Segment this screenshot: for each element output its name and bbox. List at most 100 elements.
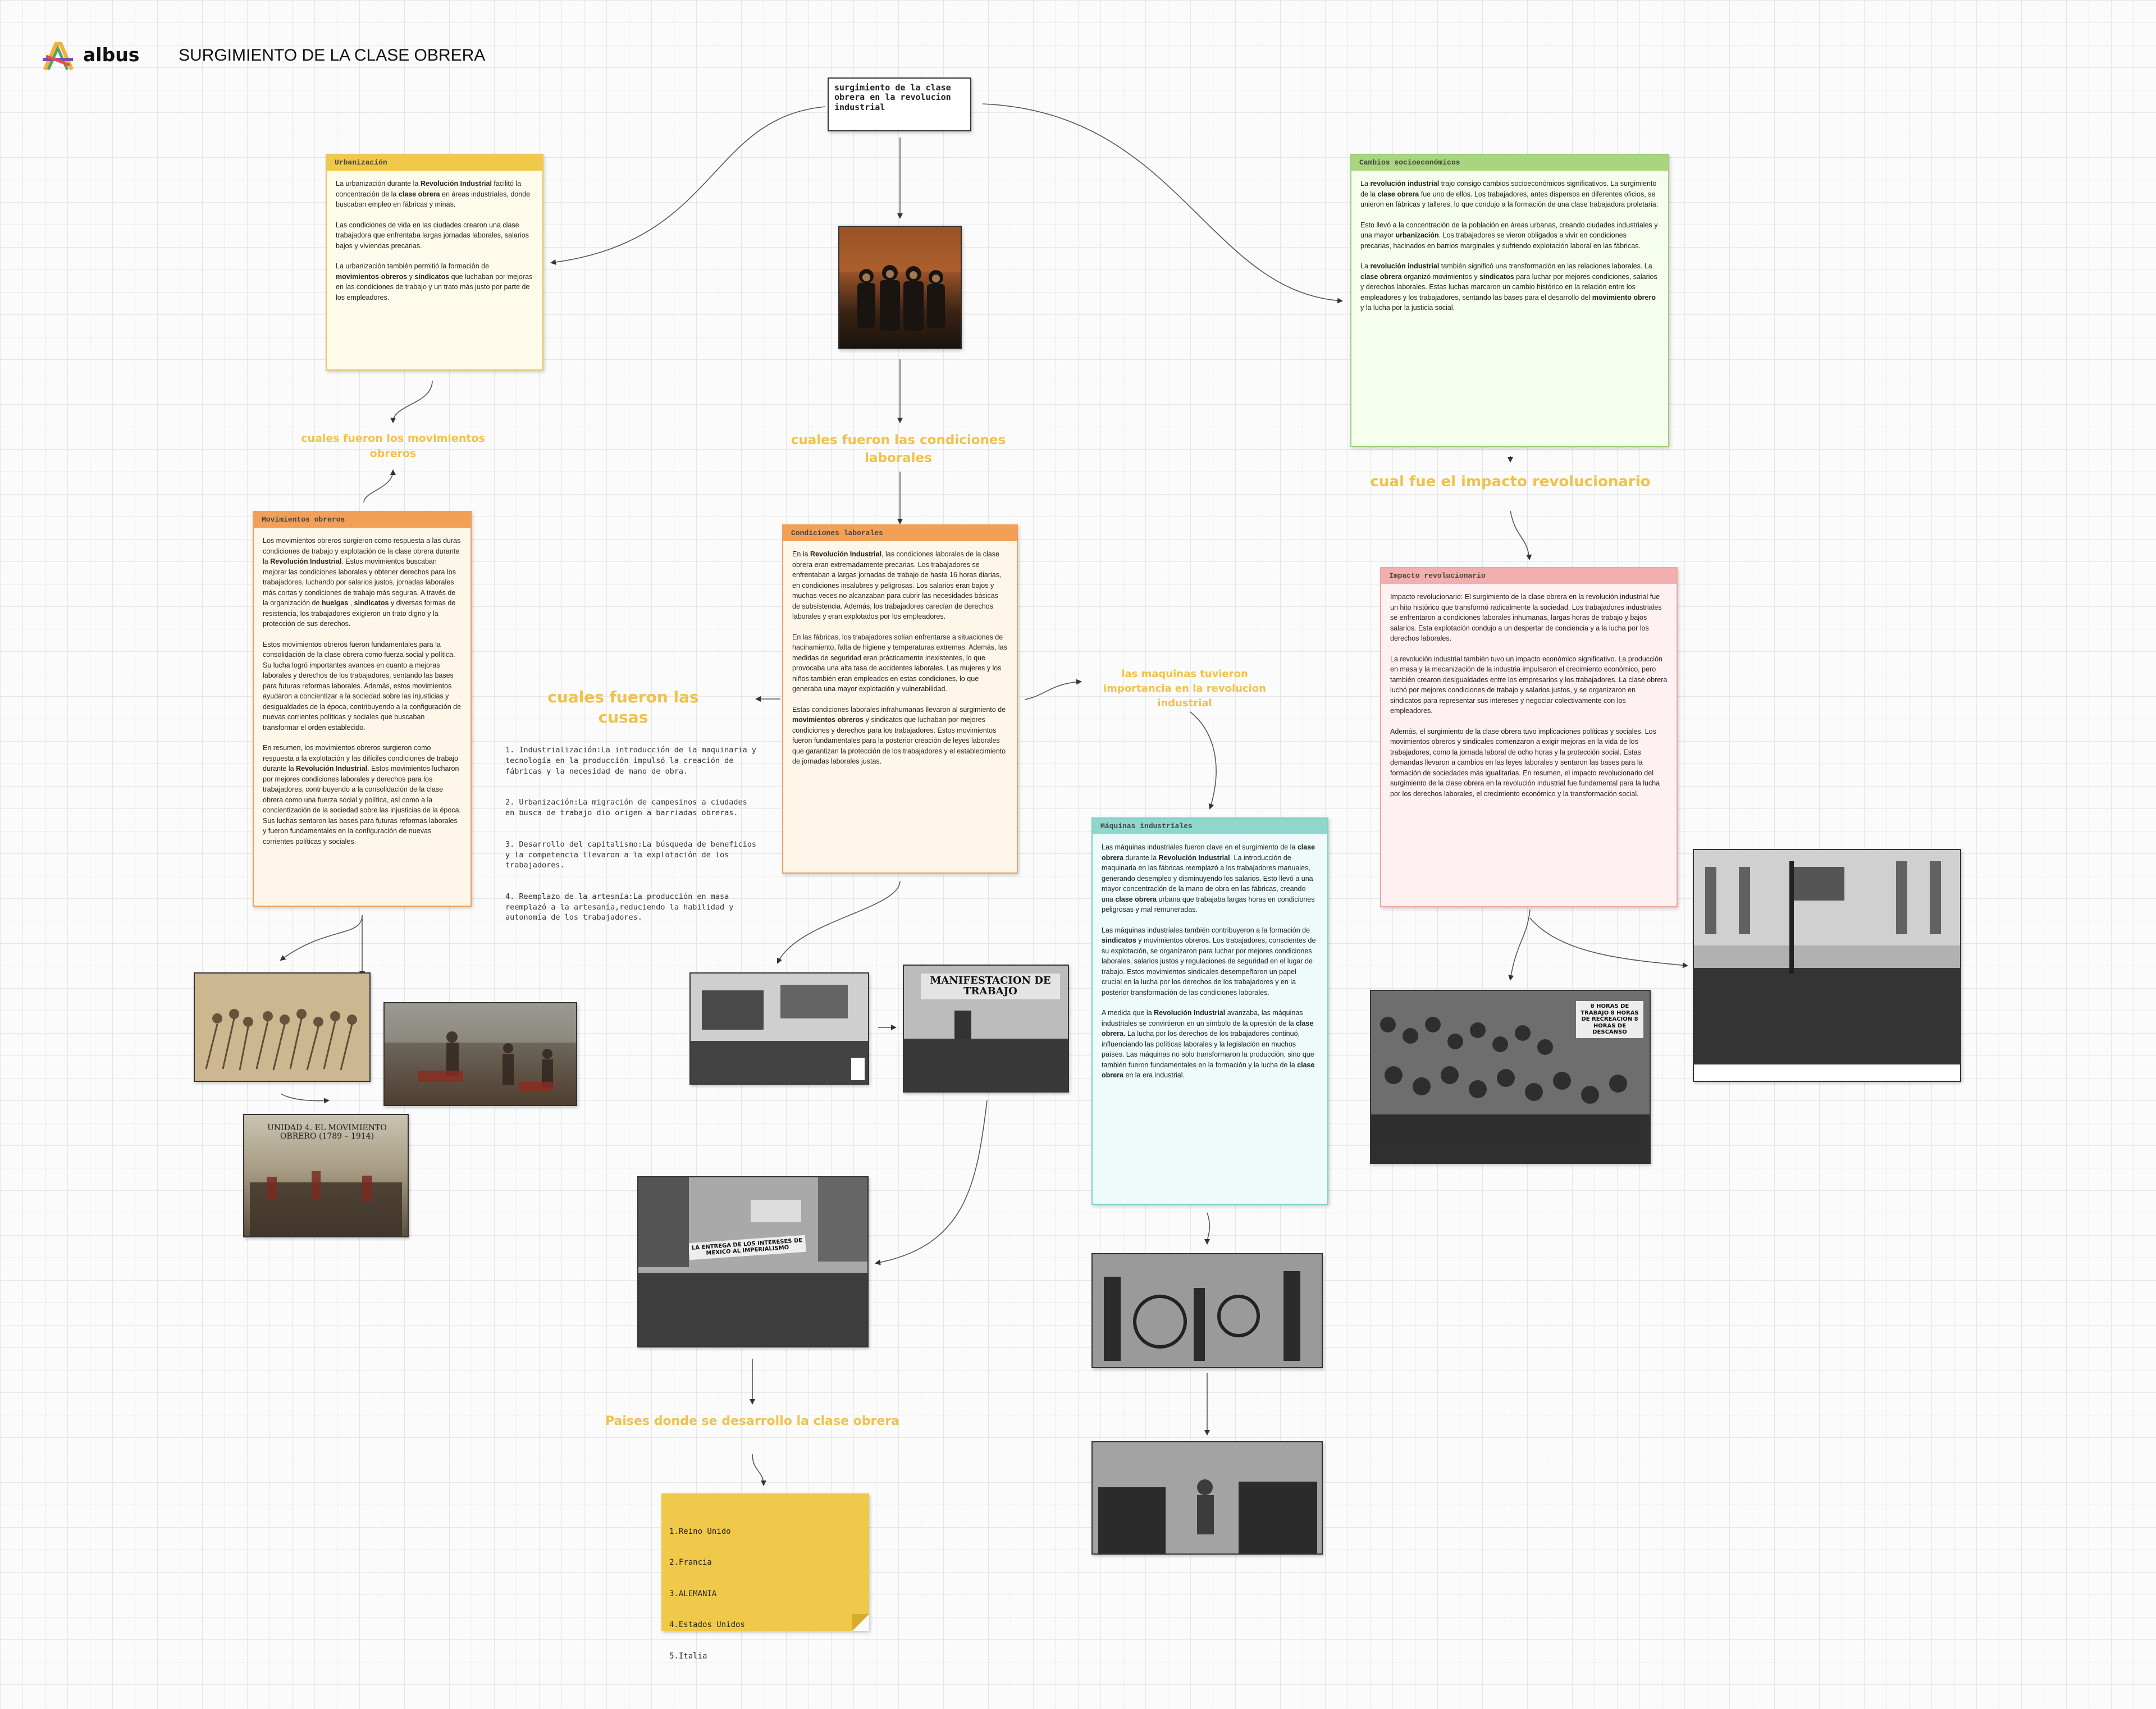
sign-caption: 8 HORAS DE TRABAJO 8 HORAS DE RECREACION…: [1576, 1001, 1643, 1038]
painting-figures-icon: [385, 1003, 576, 1092]
card-body: Los movimientos obreros surgieron como r…: [254, 528, 471, 865]
label-condiciones[interactable]: cuales fueron las condiciones laborales: [791, 433, 1006, 466]
connector: [280, 1093, 330, 1104]
card-paragraph: Los movimientos obreros surgieron como r…: [263, 537, 461, 628]
card-body: Impacto revolucionario: El surgimiento d…: [1381, 584, 1677, 817]
card-paragraph: En las fábricas, los trabajadores solían…: [792, 633, 1007, 693]
card-header: Cambios socioeconómicos: [1351, 155, 1668, 171]
page-title: SURGIMIENTO DE LA CLASE OBRERA: [179, 46, 486, 65]
connector: [1529, 917, 1688, 968]
card-paragraph: Esto llevó a la concentración de la pobl…: [1360, 221, 1658, 250]
card-urbanizacion[interactable]: Urbanización La urbanización durante la …: [326, 154, 543, 371]
crowd-photo-icon: [904, 1011, 1068, 1091]
connector: [1510, 510, 1532, 560]
list-item: 1.Reino Unido: [669, 1527, 731, 1536]
logo-text: albus: [83, 44, 140, 66]
central-topic[interactable]: surgimiento de la clase obrera en la rev…: [828, 77, 971, 131]
list-item: 3. Desarrollo del capitalismo:La búsqued…: [505, 839, 761, 870]
crowd-8-horas-photo-image[interactable]: 8 HORAS DE TRABAJO 8 HORAS DE RECREACION…: [1370, 990, 1651, 1164]
list-item: 4.Estados Unidos: [669, 1620, 745, 1630]
crowd-sketch-icon: [195, 974, 369, 1081]
card-impacto-revolucionario[interactable]: Impacto revolucionario Impacto revolucio…: [1380, 567, 1678, 907]
manifestacion-photo-image[interactable]: MANIFESTACION DE TRABAJO: [903, 965, 1069, 1093]
card-condiciones-laborales[interactable]: Condiciones laborales En la Revolución I…: [782, 524, 1018, 874]
street-photo-icon: [638, 1177, 867, 1346]
crowd-painting-icon: [250, 1171, 402, 1236]
poster-caption: UNIDAD 4. EL MOVIMIENTO OBRERO (1789 – 1…: [267, 1123, 387, 1141]
card-paragraph: Las condiciones de vida en las ciudades …: [336, 221, 529, 250]
card-cambios-socioeconomicos[interactable]: Cambios socioeconómicos La revolución in…: [1350, 154, 1669, 447]
sticky-fold-icon: [852, 1614, 869, 1631]
connector: [363, 469, 396, 503]
label-impacto[interactable]: cual fue el impacto revolucionario: [1370, 473, 1651, 490]
group-photo-icon: [1694, 850, 1960, 1081]
card-paragraph: En resumen, los movimientos obreros surg…: [263, 744, 461, 846]
connector: [280, 915, 363, 961]
street-march-photo-image[interactable]: LA ENTREGA DE LOS INTERESES DE MEXICO AL…: [637, 1176, 869, 1347]
factory-machines-photo-image[interactable]: [1091, 1253, 1323, 1368]
card-header: Condiciones laborales: [783, 526, 1017, 541]
paises-list: 1.Reino Unido 2.Francia 3.ALEMANIA 4.Est…: [669, 1506, 745, 1682]
card-paragraph: La revolución industrial trajo consigo c…: [1360, 180, 1659, 208]
protest-photo-icon: [691, 974, 868, 1084]
crowd-heads-icon: [1371, 1017, 1650, 1163]
sticky-note-paises[interactable]: 1.Reino Unido 2.Francia 3.ALEMANIA 4.Est…: [661, 1493, 869, 1661]
card-paragraph: A medida que la Revolución Industrial av…: [1102, 1009, 1315, 1079]
label-causas[interactable]: cuales fueron las cusas: [547, 688, 699, 727]
card-paragraph: Estos movimientos obreros fueron fundame…: [263, 640, 462, 732]
machines-photo-icon: [1093, 1254, 1322, 1367]
connector: [1190, 711, 1217, 810]
uprising-painting-image[interactable]: [383, 1002, 577, 1106]
card-header: Urbanización: [327, 155, 542, 171]
card-paragraph: Además, el surgimiento de la clase obrer…: [1390, 727, 1660, 798]
workers-figures-icon: [839, 227, 961, 331]
card-paragraph: La revolución industrial también tuvo un…: [1390, 655, 1668, 715]
causas-list: 1. Industrialización:La introducción de …: [505, 724, 758, 934]
protest-banners-photo-image[interactable]: [689, 972, 869, 1085]
workers-machines-icon: [1093, 1442, 1322, 1553]
list-item: 1. Industrialización:La introducción de …: [505, 746, 761, 776]
connector: [776, 881, 901, 964]
workers-illustration-image[interactable]: [838, 226, 962, 349]
sepia-march-illustration-image[interactable]: [194, 972, 371, 1082]
card-body: Las máquinas industriales fueron clave e…: [1093, 834, 1327, 1099]
card-paragraph: Estas condiciones laborales infrahumanas…: [792, 705, 1006, 766]
card-paragraph: En la Revolución Industrial, las condici…: [792, 550, 1002, 620]
card-movimientos-obreros[interactable]: Movimientos obreros Los movimientos obre…: [253, 511, 472, 907]
movimiento-obrero-poster-image[interactable]: UNIDAD 4. EL MOVIMIENTO OBRERO (1789 – 1…: [243, 1114, 409, 1237]
albus-logo-icon: [43, 42, 74, 71]
card-body: La urbanización durante la Revolución In…: [327, 171, 542, 321]
factory-workers-photo-image[interactable]: [1091, 1441, 1323, 1555]
card-header: Impacto revolucionario: [1381, 568, 1677, 584]
workers-group-photo-image[interactable]: [1693, 849, 1961, 1082]
list-item: 2.Francia: [669, 1558, 712, 1568]
list-item: 4. Reemplazo de la artesnía:La producció…: [505, 892, 738, 922]
connector: [550, 106, 826, 265]
card-paragraph: Impacto revolucionario: El surgimiento d…: [1390, 593, 1662, 642]
card-paragraph: Las máquinas industriales también contri…: [1102, 926, 1316, 997]
connector: [1508, 909, 1531, 981]
card-body: En la Revolución Industrial, las condici…: [783, 541, 1017, 785]
list-item: 2. Urbanización:La migración de campesin…: [505, 798, 752, 817]
list-item: 3.ALEMANIA: [669, 1589, 717, 1598]
card-body: La revolución industrial trajo consigo c…: [1351, 171, 1668, 331]
card-paragraph: La urbanización también permitió la form…: [336, 262, 533, 301]
connector: [1204, 1212, 1211, 1245]
connector: [752, 1454, 766, 1486]
list-item: 5.Italia: [669, 1651, 707, 1661]
connector: [875, 1100, 988, 1265]
connector: [390, 380, 433, 423]
connector: [1024, 679, 1082, 700]
card-header: Máquinas industriales: [1093, 819, 1327, 834]
connector: [982, 103, 1343, 304]
app-logo[interactable]: albus: [40, 40, 141, 74]
card-paragraph: La urbanización durante la Revolución In…: [336, 180, 531, 208]
label-paises[interactable]: Paises donde se desarrollo la clase obre…: [605, 1414, 899, 1428]
card-maquinas-industriales[interactable]: Máquinas industriales Las máquinas indus…: [1091, 817, 1328, 1205]
card-paragraph: La revolución industrial también signifi…: [1360, 262, 1657, 312]
label-movimientos[interactable]: cuales fueron los movimientos obreros: [301, 432, 485, 460]
banner-caption: MANIFESTACION DE TRABAJO: [921, 974, 1060, 999]
label-maquinas[interactable]: las maquinas tuvieron importancia en la …: [1103, 668, 1266, 710]
card-header: Movimientos obreros: [254, 512, 471, 528]
